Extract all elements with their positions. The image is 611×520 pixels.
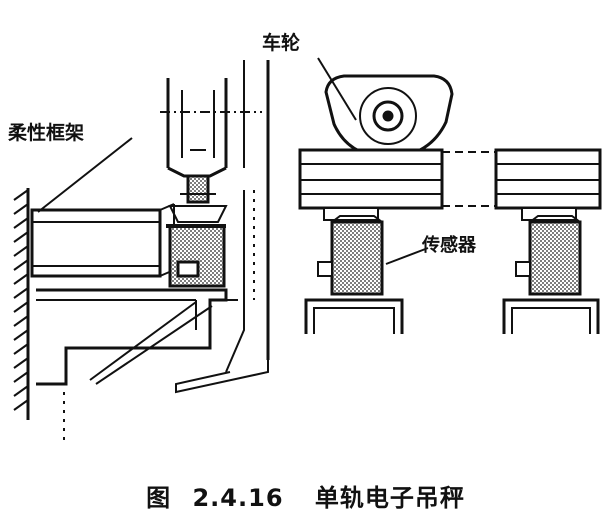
- rail-right: [494, 148, 602, 221]
- flexible-frame: [30, 203, 175, 278]
- threaded-link: [168, 174, 228, 223]
- hanger-tube: [160, 78, 262, 178]
- caption-prefix: 图: [146, 484, 172, 512]
- wheel-label: 车轮: [262, 32, 301, 54]
- caption-title: 单轨电子吊秤: [314, 484, 465, 512]
- figure-caption: 图 2.4.16 单轨电子吊秤: [0, 478, 611, 513]
- sensor-right: [515, 215, 582, 296]
- stand-left: [304, 298, 404, 334]
- caption-number: 2.4.16: [192, 484, 284, 512]
- flexible-frame-label: 柔性框架: [8, 122, 85, 144]
- side-view: [13, 60, 270, 440]
- sensor-label: 传感器: [422, 235, 476, 256]
- reference-lines: [63, 190, 255, 440]
- sensor-left: [317, 215, 429, 296]
- rail-gap: [442, 151, 496, 207]
- rail-left: [298, 148, 444, 221]
- diagonal-braces: [89, 301, 213, 385]
- hatched-wall: [13, 188, 30, 420]
- frame-leader: [37, 137, 133, 213]
- stand-right: [502, 298, 600, 334]
- front-view: [298, 57, 602, 334]
- outer-casing: [175, 60, 270, 394]
- support-beam: [36, 288, 228, 386]
- wheel: [317, 57, 454, 160]
- side-sensor: [166, 224, 226, 288]
